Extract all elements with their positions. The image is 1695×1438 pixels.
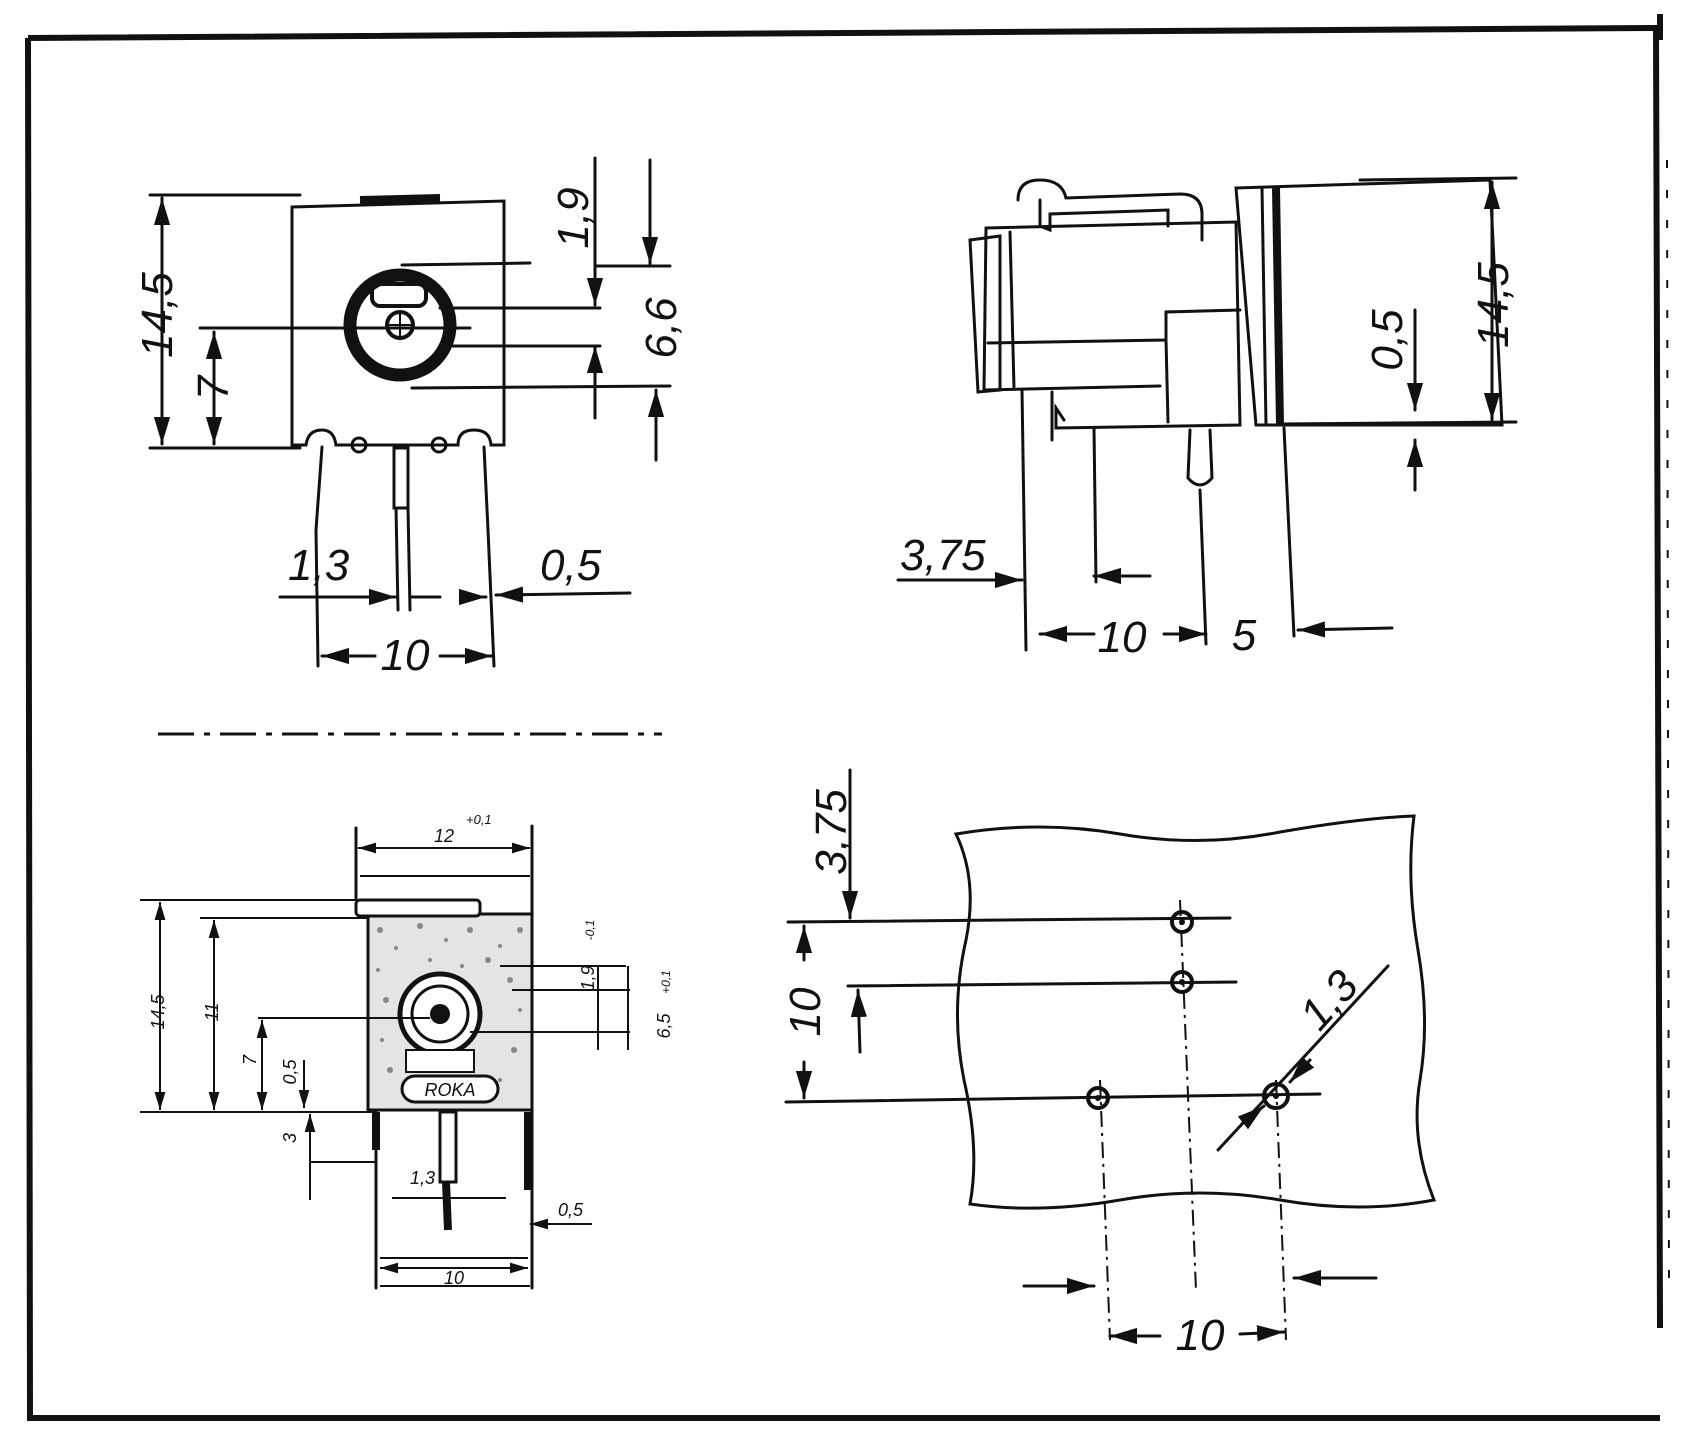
side-dim-height: 14,5	[1469, 262, 1518, 348]
variant-dim-pin-length: 3	[280, 1133, 300, 1143]
front-body-outline	[290, 199, 506, 447]
front-dim-pin-width: 1,3	[288, 541, 350, 590]
side-shaft	[986, 308, 1242, 345]
drawing-frame	[25, 14, 1670, 1421]
hole-pattern-view: 3,75 10 1,3 10	[781, 768, 1437, 1360]
variant-view: ROKA 12 +0,1 14,5 11 7 0,5 3	[140, 812, 674, 1290]
variant-dim-center-band: 6,5	[654, 1013, 674, 1039]
front-rotor-ring	[343, 268, 457, 382]
front-dim-pin-thickness: 0,5	[540, 541, 602, 590]
variant-dim-inner-height: 11	[202, 1003, 222, 1022]
front-pin-right	[482, 445, 490, 532]
front-dim-pin-spacing: 10	[381, 631, 430, 680]
variant-dim-top-offset-tol: -0,1	[583, 920, 597, 941]
variant-dim-pin-thickness: 0,5	[558, 1200, 584, 1220]
hole-dim-row-spacing: 10	[781, 987, 830, 1036]
front-view: 14,5 7 1,9 6,6 1,3 0,5 10	[133, 156, 686, 680]
front-pin-center	[392, 446, 410, 510]
front-dim-height: 14,5	[133, 272, 182, 358]
side-pin-center	[1186, 428, 1214, 487]
pcb-outline	[953, 814, 1437, 1210]
hole-dim-diameter: 1,3	[1291, 961, 1369, 1040]
variant-dim-height: 14,5	[148, 994, 168, 1030]
variant-dim-center-height: 7	[240, 1054, 260, 1065]
side-dim-pin-spacing: 10	[1098, 613, 1147, 662]
hole-dim-pin-spacing: 10	[1176, 1311, 1225, 1360]
front-dim-top-offset: 1,9	[549, 187, 598, 248]
side-dim-gap: 0,5	[1363, 309, 1412, 371]
side-body-front	[984, 220, 1242, 430]
variant-dim-pin-spacing: 10	[444, 1268, 464, 1288]
variant-dim-gap: 0,5	[280, 1059, 300, 1085]
front-dim-center-band: 6,6	[637, 297, 686, 359]
side-view: 14,5 0,5 3,75 10 5	[896, 176, 1518, 662]
variant-dim-width-tol: +0,1	[466, 812, 492, 827]
side-dim-rear-offset: 5	[1232, 611, 1257, 660]
variant-dim-width: 12	[434, 826, 454, 846]
side-dim-front-offset: 3,75	[900, 531, 986, 580]
front-dim-center-height: 7	[189, 374, 238, 400]
variant-dim-pin-width: 1,3	[410, 1168, 435, 1188]
variant-marking-text: ROKA	[424, 1080, 475, 1100]
variant-dim-top-offset: 1,9	[578, 965, 598, 990]
side-clip	[1016, 178, 1204, 242]
variant-dim-center-band-tol: +0,1	[659, 970, 673, 994]
side-body-rear	[1234, 178, 1504, 427]
front-pin-left	[314, 445, 324, 532]
hole-dim-top-offset: 3,75	[807, 789, 856, 875]
variant-marking	[400, 1074, 500, 1104]
